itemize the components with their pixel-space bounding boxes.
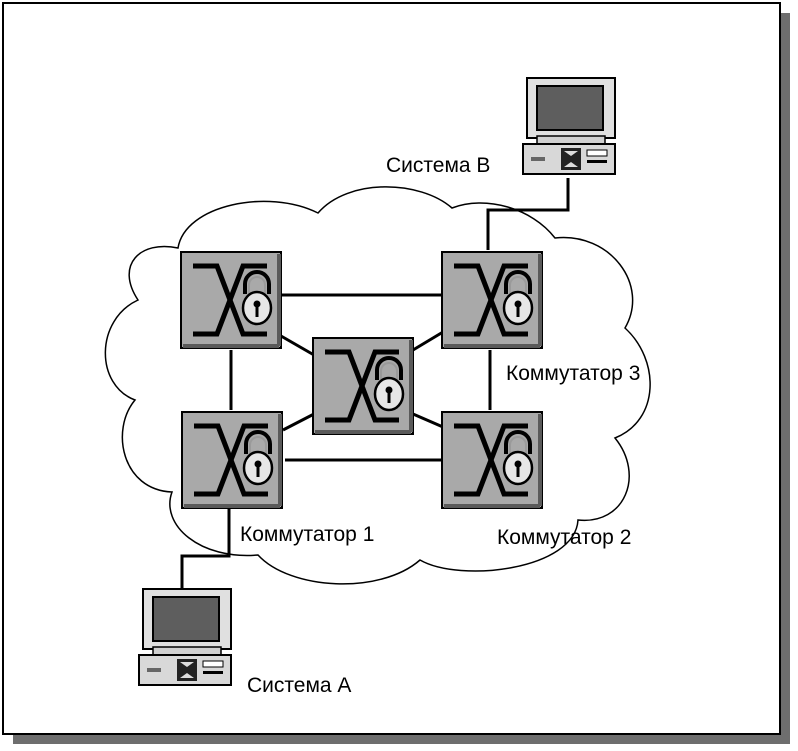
link-system-a-switch-1 [180,508,231,592]
switch-1-label: Коммутатор 1 [240,523,374,546]
link-switch-tl-center [280,334,315,357]
link-system-b-switch-3 [486,178,570,250]
links [180,178,570,592]
computer-icon-system-b [522,77,616,175]
switch-2-label: Коммутатор 2 [497,526,631,549]
switch-2 [442,412,542,508]
computer-icon-system-a [138,588,232,686]
link-switch-2-center [412,412,444,429]
link-switch-1-center [282,412,315,432]
switch-3-label: Коммутатор 3 [506,362,640,385]
system-b-label: Система B [386,154,490,177]
switch-top-left [181,252,281,348]
switch-1 [182,412,282,508]
system-a-label: Система A [247,674,351,697]
switch-center [313,338,413,434]
switch-3 [442,252,542,348]
link-switch-3-center [412,330,444,352]
